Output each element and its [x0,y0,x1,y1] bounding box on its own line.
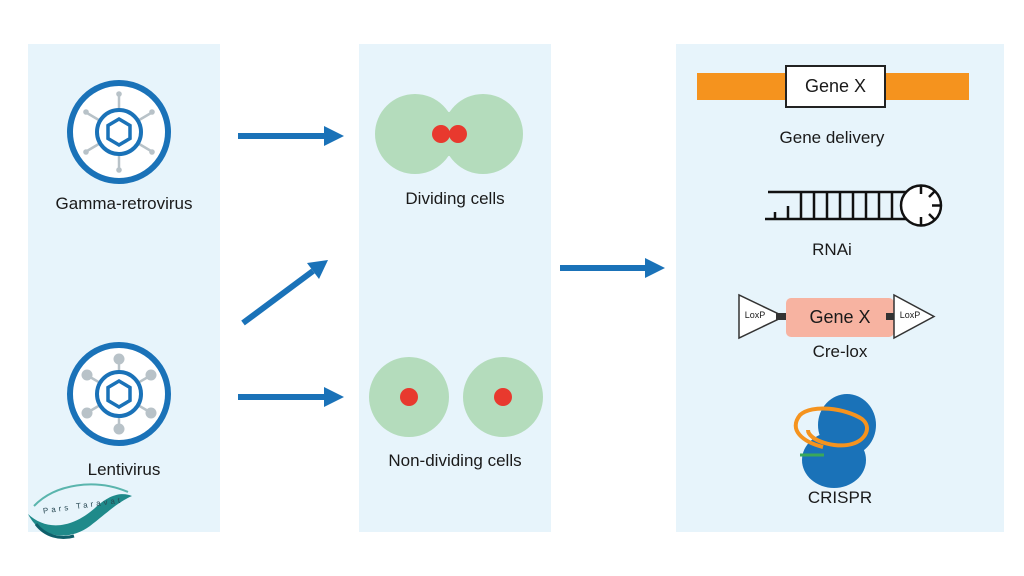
cre-lox-label: Cre-lox [812,342,868,361]
cre-gene-x-label: Gene X [809,307,871,327]
cre-lox-icon [738,293,936,340]
gene-x-box-label: Gene X [804,76,867,96]
gamma-retrovirus-label: Gamma-retrovirus [55,194,193,213]
dividing-cells-label: Dividing cells [405,189,505,208]
dividing-cell-icon [375,94,523,174]
arrow-cells-to-applications [560,258,665,278]
arrow-lenti-to-dividing [241,260,328,326]
crispr-cas9-icon [793,394,876,488]
pars-taravat-logo [28,483,132,539]
gene-delivery-icon [697,65,969,108]
loxp-left-label: LoxP [744,310,766,320]
non-dividing-cells-label: Non-dividing cells [388,451,522,470]
arrow-gamma-to-dividing [238,126,344,146]
rnai-label: RNAi [812,240,852,259]
lentivirus-icon [67,342,171,446]
gene-delivery-label: Gene delivery [779,128,885,147]
gamma-retrovirus-icon [67,80,171,184]
arrow-lenti-to-nondividing [238,387,344,407]
crispr-label: CRISPR [807,488,873,507]
non-dividing-cell-icon [369,357,543,437]
lentivirus-label: Lentivirus [87,460,161,479]
rnai-hairpin-icon [765,184,943,227]
loxp-right-label: LoxP [899,310,921,320]
